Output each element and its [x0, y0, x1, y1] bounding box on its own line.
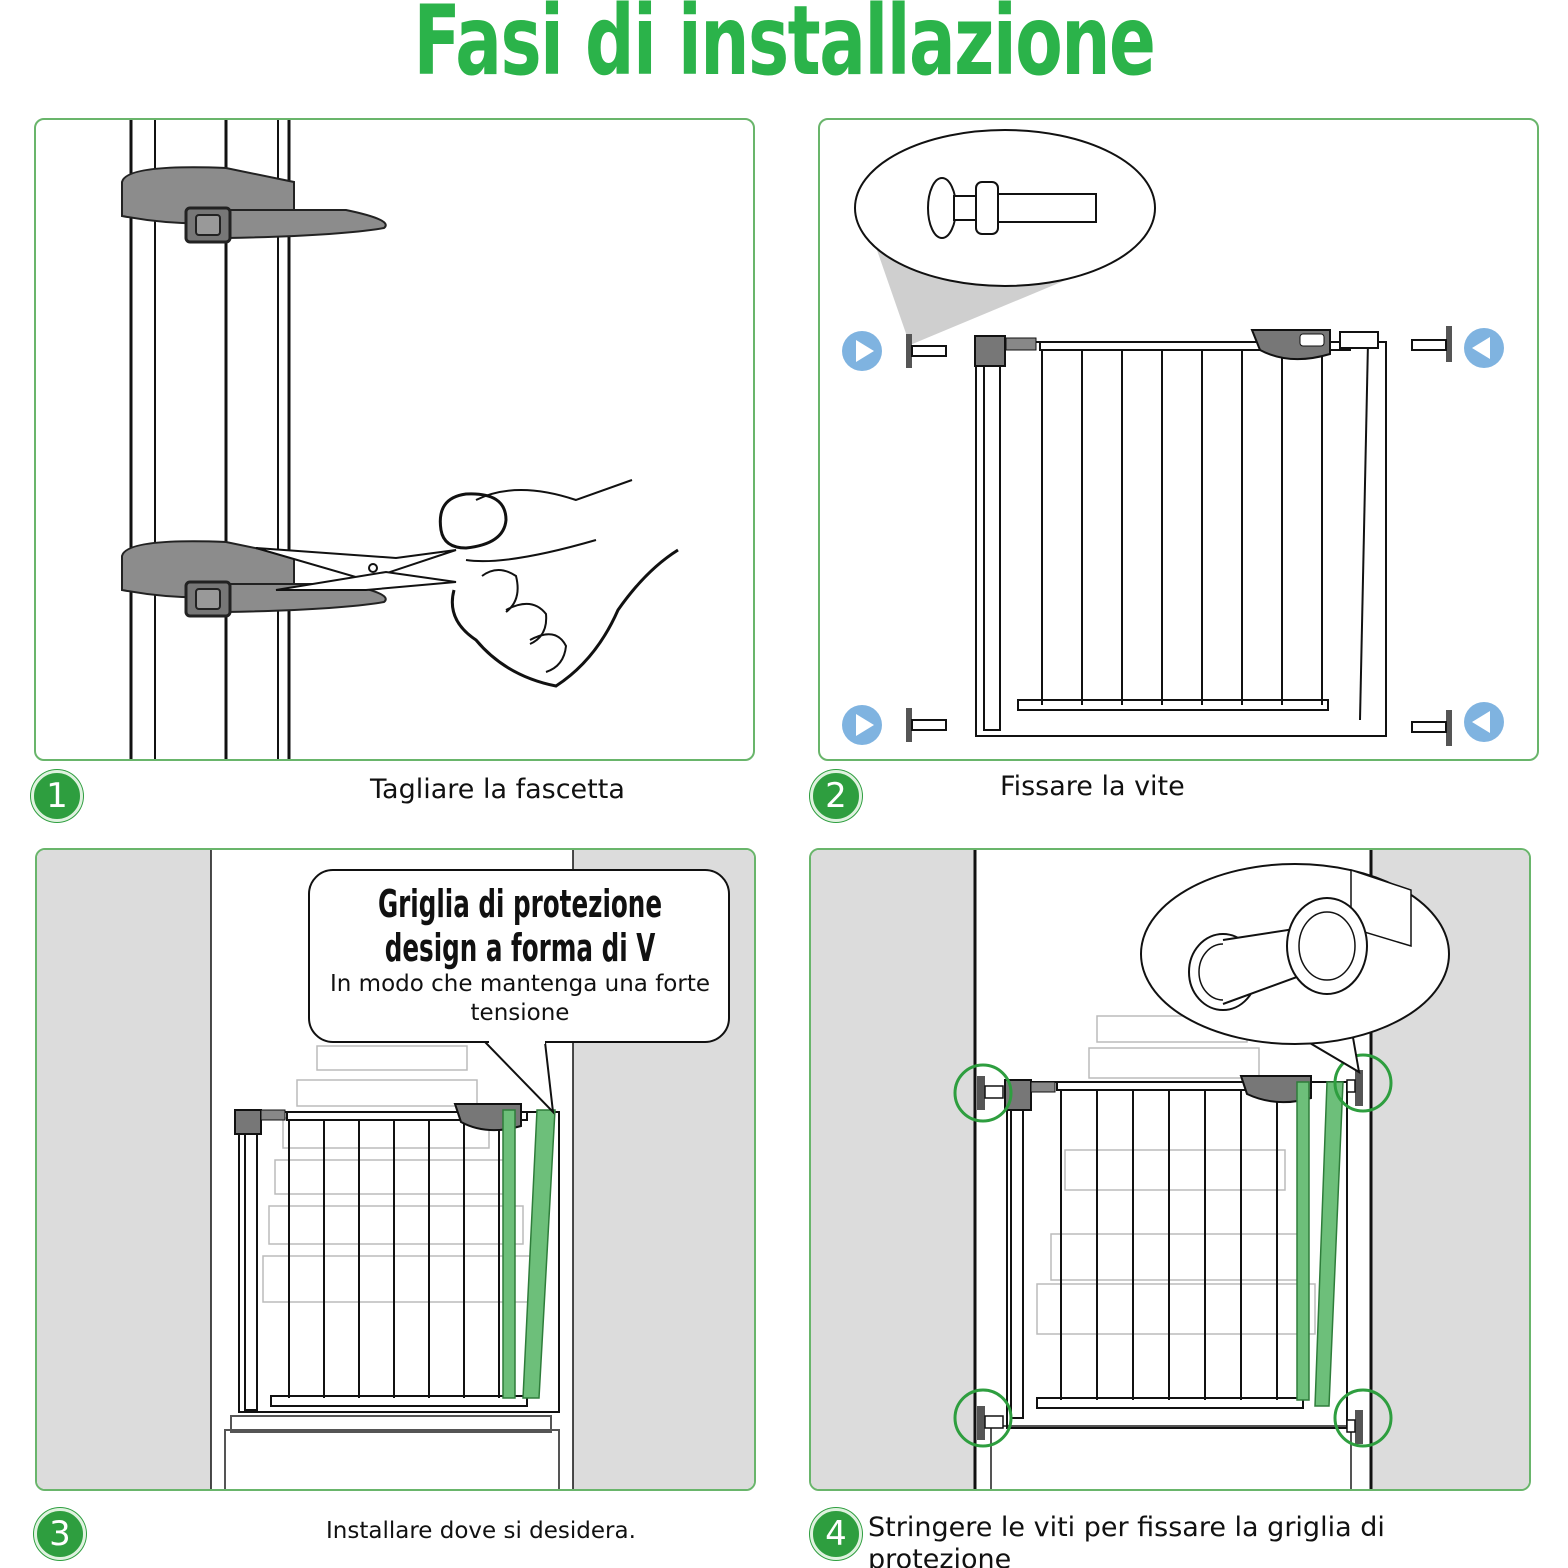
step-3-caption: Installare dove si desidera. [326, 1518, 636, 1544]
step-4-panel [809, 848, 1531, 1491]
highlight-circle-icon [1333, 1053, 1393, 1113]
callout-subtitle: In modo che mantenga una forte tensione [330, 971, 710, 1026]
step-2-caption: Fissare la vite [1000, 771, 1185, 802]
step-4-number: 4 [810, 1508, 862, 1560]
doorway-gate-illustration [37, 850, 754, 1489]
step-1-panel [34, 118, 755, 761]
step-3-number: 3 [34, 1508, 86, 1560]
page-title: Fasi di installazione [413, 0, 1156, 97]
step-4-caption: Stringere le viti per fissare la griglia… [868, 1512, 1385, 1568]
screw-illustration [842, 129, 1504, 746]
tighten-screws-illustration [811, 850, 1529, 1489]
highlight-circle-icon [953, 1063, 1013, 1123]
step-1-number: 1 [31, 770, 83, 822]
step-1-caption: Tagliare la fascetta [370, 774, 625, 805]
step-2-panel [818, 118, 1539, 761]
callout-title: Griglia di protezione design a forma di … [377, 882, 663, 970]
highlight-circle-icon [1333, 1388, 1393, 1448]
callout-bubble: Griglia di protezione design a forma di … [313, 882, 727, 1028]
cut-tie-illustration [121, 120, 679, 759]
step-3-panel: Griglia di protezione design a forma di … [35, 848, 756, 1491]
highlight-circle-icon [953, 1388, 1013, 1448]
step-2-number: 2 [810, 770, 862, 822]
